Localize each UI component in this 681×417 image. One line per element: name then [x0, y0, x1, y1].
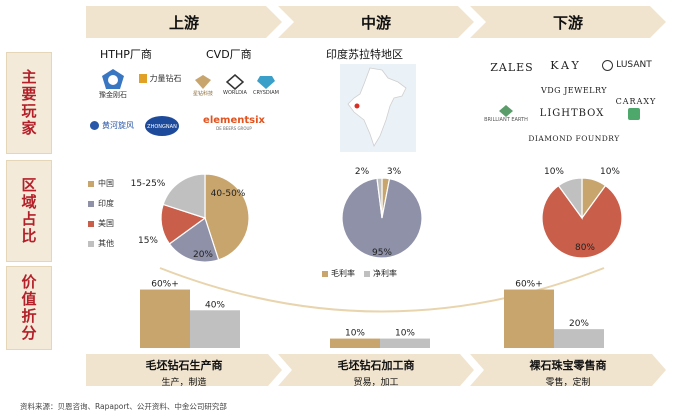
huanghe-xuanfeng-logo: 黄河旋风	[84, 118, 140, 132]
huanghe-icon	[102, 69, 124, 89]
stage-midstream: 中游	[278, 6, 474, 38]
zales-logo: ZALES	[490, 60, 534, 74]
surat-marker	[354, 103, 360, 109]
worldia-icon	[226, 74, 244, 90]
upstream-region-slice-1	[168, 217, 220, 263]
huanghe-logo: 豫金刚石	[92, 64, 134, 104]
sidebar-value: 价值折分	[6, 266, 52, 350]
bar-label-毛利率-0: 60%+	[151, 280, 179, 290]
downstream-role-sub: 零售，定制	[545, 378, 591, 388]
downstream-region-label-2: 10%	[544, 167, 564, 177]
leaf-icon	[499, 105, 513, 117]
zhongnan-logo: ZHONGNAN	[144, 115, 180, 137]
midstream-region-slice-1	[341, 177, 423, 259]
bar-label-毛利率-2: 60%+	[515, 280, 543, 290]
worldia-logo: WORLDIA	[220, 70, 250, 100]
downstream-region-label-1: 80%	[575, 243, 595, 253]
diamond-icon	[195, 74, 211, 89]
kay-logo: KAY	[550, 58, 582, 72]
bar-label-净利率-1: 10%	[395, 329, 415, 339]
stage-upstream: 上游	[86, 6, 282, 38]
legend-other: 其他	[88, 238, 114, 249]
downstream-region-label-0: 10%	[600, 167, 620, 177]
bar-label-净利率-0: 40%	[205, 300, 225, 310]
bar-净利率-1	[380, 338, 430, 348]
bottom-downstream: 裸石珠宝零售商 零售，定制	[470, 354, 666, 386]
upstream-role-title: 毛坯钻石生产商	[145, 359, 223, 372]
crysdiam-logo: CRYSDIAM	[250, 70, 282, 100]
midstream-region-label-1: 95%	[372, 248, 392, 258]
bar-毛利率-0	[140, 289, 190, 348]
stage-downstream: 下游	[470, 6, 666, 38]
lusant-logo: LUSANT	[596, 58, 658, 72]
legend-gross: 毛利率	[322, 268, 355, 279]
crysdiam-icon	[257, 76, 275, 89]
caraxy-logo: CARAXY	[615, 96, 657, 106]
midstream-label: 印度苏拉特地区	[326, 48, 403, 61]
midstream-role-sub: 贸易，加工	[353, 378, 399, 388]
downstream-region-slice-2	[557, 177, 583, 220]
downstream-region-slice-1	[541, 184, 623, 259]
bar-label-净利率-2: 20%	[569, 319, 589, 329]
bar-毛利率-1	[330, 338, 380, 348]
element-six-logo: elementsix DE BEERS GROUP	[203, 115, 265, 131]
lusant-icon	[602, 59, 614, 71]
green-square-icon	[628, 108, 640, 120]
xinnuo-logo: 星钻科技	[186, 70, 220, 100]
upstream-region-slice-0	[204, 173, 250, 261]
diamond-foundry-logo: DIAMOND FOUNDRY	[528, 133, 620, 143]
midstream-region-label-0: 3%	[387, 167, 402, 177]
vdg-logo: VDG JEWELRY	[540, 85, 608, 95]
downstream-role-title: 裸石珠宝零售商	[529, 359, 607, 372]
sidebar-players: 主要玩家	[6, 52, 52, 154]
bar-净利率-0	[190, 310, 240, 348]
upstream-region-label-1: 20%	[193, 250, 213, 260]
bar-毛利率-2	[504, 289, 554, 348]
sidebar-regions: 区域占比	[6, 160, 52, 262]
value-curve	[159, 267, 605, 313]
upstream-region-label-0: 40-50%	[211, 189, 246, 199]
cvd-label: CVD厂商	[206, 48, 252, 61]
hthp-label: HTHP厂商	[100, 48, 152, 61]
upstream-role-sub: 生产，制造	[161, 378, 207, 388]
brilliant-earth-logo: BRILLIANT EARTH	[484, 98, 528, 130]
liliang-logo: 力量钻石	[136, 70, 184, 86]
zhongnan-text: ZHONGNAN	[147, 124, 177, 130]
midstream-region-slice-2	[376, 177, 383, 219]
legend-india: 印度	[88, 198, 114, 209]
bar-净利率-2	[554, 329, 604, 348]
bottom-upstream: 毛坯钻石生产商 生产，制造	[86, 354, 282, 386]
legend-china: 中国	[88, 178, 114, 189]
india-map	[340, 64, 416, 152]
midstream-role-title: 毛坯钻石加工商	[337, 359, 415, 372]
source-note: 资料来源：贝恩咨询、Rapaport、公开资料、中金公司研究部	[20, 402, 227, 411]
midstream-region-label-2: 2%	[355, 167, 370, 177]
zhongnan-icon: ZHONGNAN	[145, 116, 179, 136]
bar-label-毛利率-1: 10%	[345, 329, 365, 339]
legend-usa: 美国	[88, 218, 114, 229]
upstream-region-label-2: 15%	[138, 236, 158, 246]
upstream-region-slice-3	[162, 173, 206, 219]
bottom-midstream: 毛坯钻石加工商 贸易，加工	[278, 354, 474, 386]
lightbox-logo: LIGHTBOX	[539, 107, 605, 119]
upstream-region-label-3: 15-25%	[131, 179, 166, 189]
legend-net: 净利率	[364, 268, 397, 279]
